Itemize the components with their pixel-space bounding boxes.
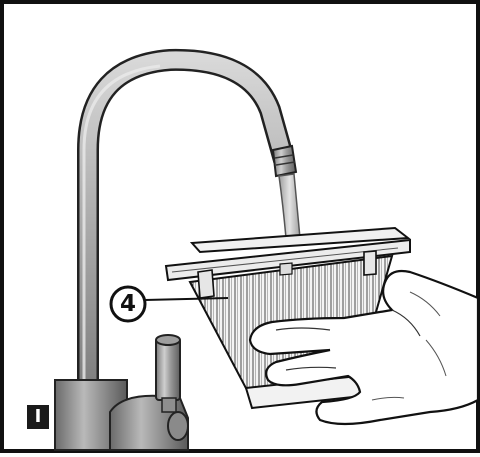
callout-number: 4 (110, 286, 146, 322)
step-label-badge: I (27, 405, 49, 429)
